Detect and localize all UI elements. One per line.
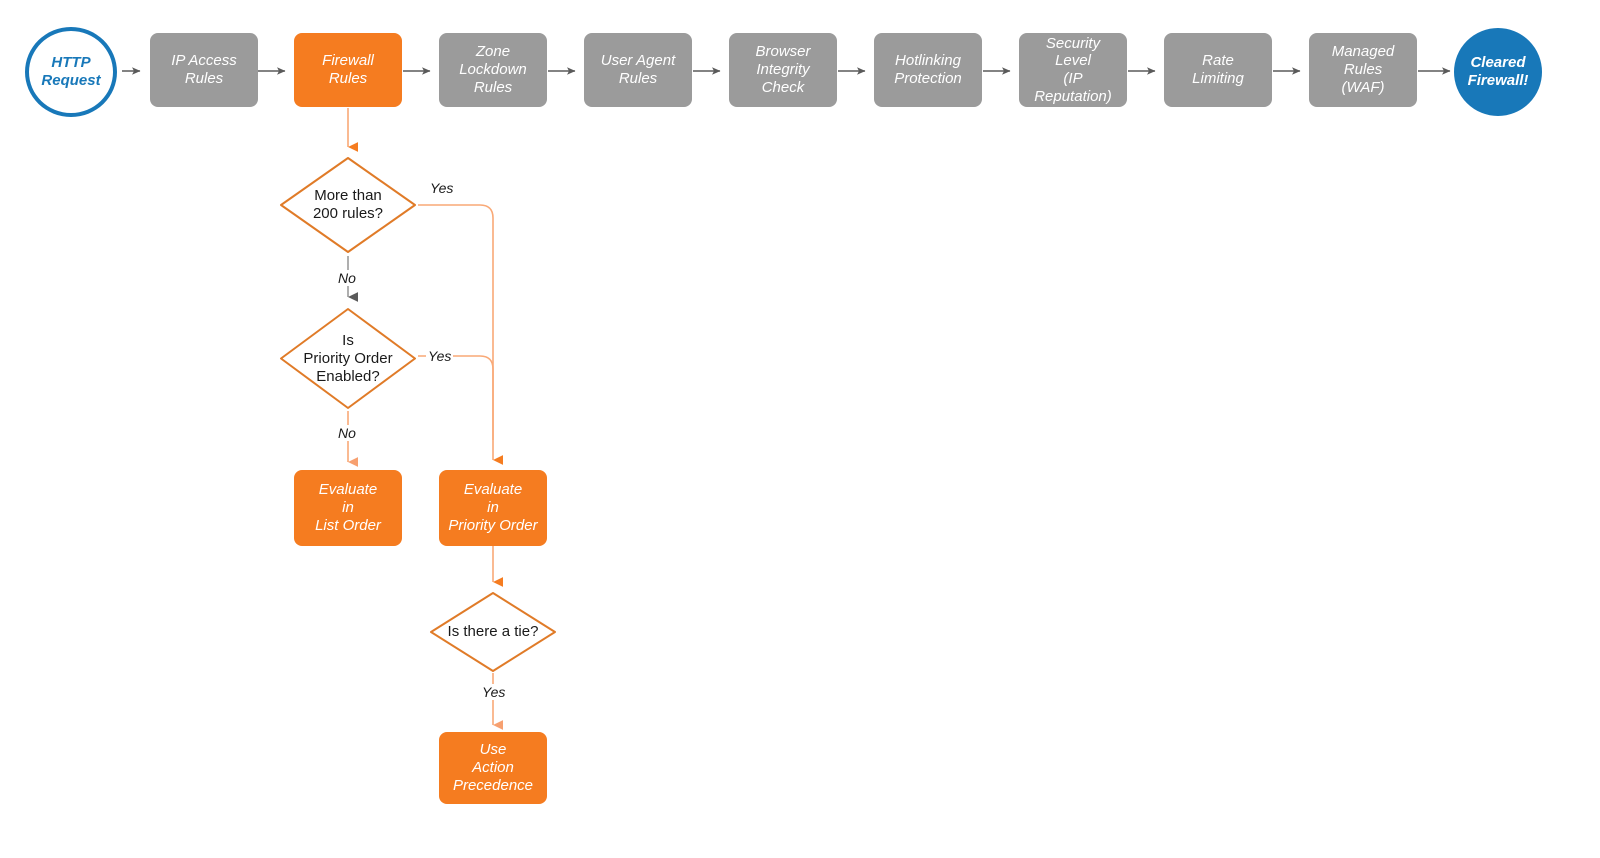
node-label: Zone Lockdown Rules xyxy=(459,43,527,96)
node-evaluate-in-list-order[interactable]: Evaluate in List Order xyxy=(294,470,402,546)
diamond-shape xyxy=(280,157,416,253)
node-firewall-rules[interactable]: Firewall Rules xyxy=(294,33,402,107)
node-label: Evaluate in List Order xyxy=(315,481,381,534)
node-label: User Agent Rules xyxy=(600,52,676,87)
edge-label-yes-200-rules: Yes xyxy=(428,180,456,196)
node-managed-rules-waf[interactable]: Managed Rules (WAF) xyxy=(1309,33,1417,107)
node-label: Managed Rules (WAF) xyxy=(1331,43,1395,96)
decision-priority-order-enabled[interactable]: Is Priority Order Enabled? xyxy=(278,306,418,411)
node-ip-access-rules[interactable]: IP Access Rules xyxy=(150,33,258,107)
node-rate-limiting[interactable]: Rate Limiting xyxy=(1164,33,1272,107)
node-label: Hotlinking Protection xyxy=(894,52,962,87)
node-label: Security Level (IP Reputation) xyxy=(1034,34,1112,105)
edge-label-yes-tie: Yes xyxy=(480,684,508,700)
decision-label: More than 200 rules? xyxy=(312,187,384,222)
node-label: HTTP Request xyxy=(41,54,101,89)
node-use-action-precedence[interactable]: Use Action Precedence xyxy=(439,732,547,804)
node-security-level[interactable]: Security Level (IP Reputation) xyxy=(1019,33,1127,107)
decision-label: Is Priority Order Enabled? xyxy=(303,331,393,385)
node-label: Evaluate in Priority Order xyxy=(448,481,538,534)
decision-label: Is there a tie? xyxy=(447,623,539,640)
node-label: Cleared Firewall! xyxy=(1467,54,1529,89)
node-browser-integrity-check[interactable]: Browser Integrity Check xyxy=(729,33,837,107)
node-user-agent-rules[interactable]: User Agent Rules xyxy=(584,33,692,107)
edge-label-yes-priority-order: Yes xyxy=(426,348,454,364)
diamond-shape xyxy=(280,308,416,409)
node-label: Browser Integrity Check xyxy=(755,43,811,96)
decision-more-than-200-rules[interactable]: More than 200 rules? xyxy=(278,155,418,255)
node-label: Use Action Precedence xyxy=(452,741,534,794)
decision-is-there-a-tie[interactable]: Is there a tie? xyxy=(428,590,558,674)
edge-label-no-priority-order: No xyxy=(336,425,358,441)
node-label: IP Access Rules xyxy=(171,52,237,87)
node-hotlinking-protection[interactable]: Hotlinking Protection xyxy=(874,33,982,107)
edge-label-no-200-rules: No xyxy=(336,270,358,286)
node-zone-lockdown-rules[interactable]: Zone Lockdown Rules xyxy=(439,33,547,107)
diamond-shape xyxy=(430,592,556,672)
node-http-request[interactable]: HTTP Request xyxy=(25,27,117,117)
node-evaluate-in-priority-order[interactable]: Evaluate in Priority Order xyxy=(439,470,547,546)
node-label: Rate Limiting xyxy=(1192,52,1244,87)
node-cleared-firewall[interactable]: Cleared Firewall! xyxy=(1454,28,1542,116)
node-label: Firewall Rules xyxy=(322,52,374,87)
